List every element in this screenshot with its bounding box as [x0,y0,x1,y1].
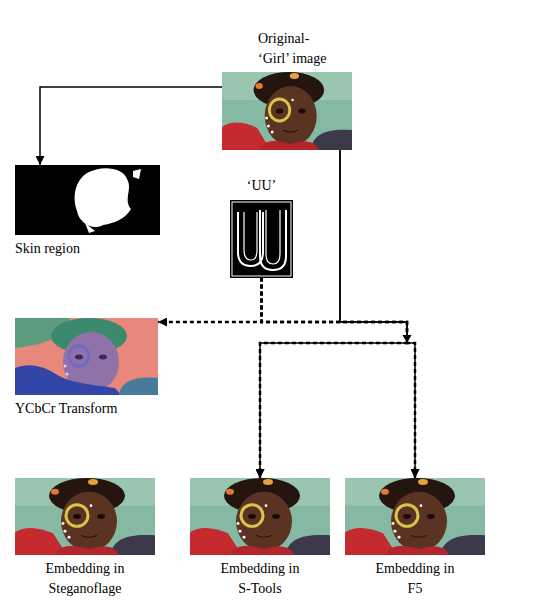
caption-group: Original- ‘Girl’ image [222,29,352,72]
image-caption: Embedding in S-Tools [217,559,303,598]
caption-group: Embedding in Steganoflage [15,555,155,598]
image-caption: Original- ‘Girl’ image [258,29,328,68]
image-area [230,200,293,278]
image-node: Embedding in Steganoflage [15,478,155,598]
image-caption: YCbCr Transform [15,399,158,419]
watermark-image [230,200,293,278]
caption-group: Embedding in S-Tools [190,555,330,598]
image-area [222,72,352,150]
image-node: Original- ‘Girl’ image [222,29,352,150]
image-node: ‘UU’ [230,176,293,278]
connector-arrow [262,278,416,478]
image-caption: Embedding in Steganoflage [42,559,128,598]
image-area [15,165,160,235]
image-node: YCbCr Transform [15,318,158,419]
connector-arrow [260,150,407,478]
image-area [345,478,485,555]
ycbcr-image [15,318,158,395]
image-node: Embedding in S-Tools [190,478,330,598]
connector-arrow [158,278,262,322]
image-caption: Skin region [15,239,160,259]
connector-arrow [260,278,407,478]
skin-mask-image [15,165,160,235]
image-area [15,478,155,555]
stego-photo [15,478,485,555]
image-node: Skin region [15,165,160,259]
connector-arrow [340,150,415,478]
caption-group: Embedding in F5 [345,555,485,598]
caption-group: Skin region [15,235,160,259]
image-area [190,478,330,555]
caption-group: YCbCr Transform [15,395,158,419]
image-caption: ‘UU’ [220,176,303,196]
image-node: Embedding in F5 [345,478,485,598]
connector-arrow [40,87,222,165]
image-area [15,318,158,395]
caption-group: ‘UU’ [230,176,293,200]
image-caption: Embedding in F5 [372,559,458,598]
girl-photo [222,72,352,150]
